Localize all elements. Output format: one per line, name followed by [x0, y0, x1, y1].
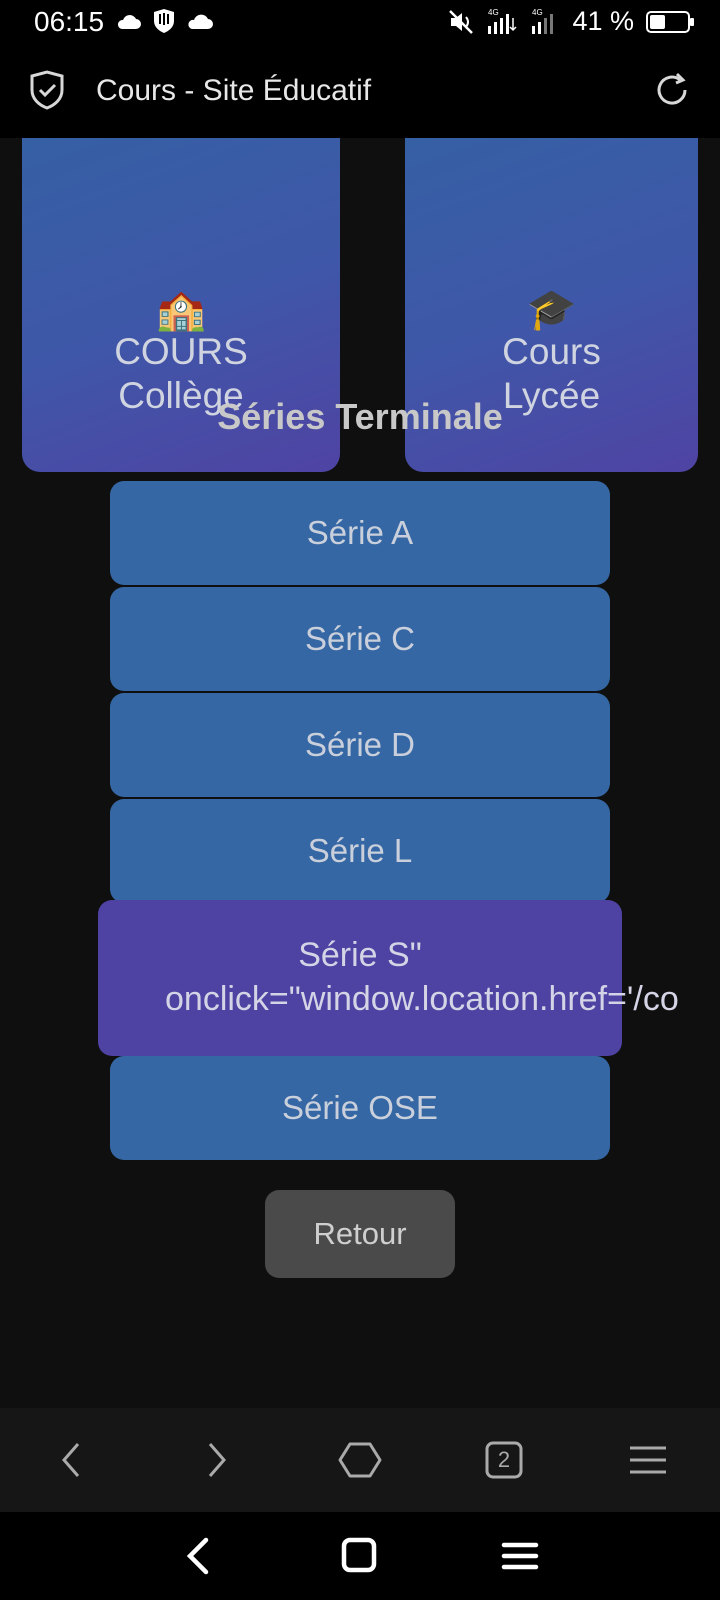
serie-l-button[interactable]: Série L — [110, 799, 610, 903]
status-icons-right: 4G 4G 41 % — [448, 6, 694, 37]
battery-icon — [646, 10, 694, 33]
signal-4g-icon: 4G — [532, 8, 554, 34]
cloud-icon — [117, 15, 141, 29]
card-cours-lycee[interactable]: 🎓 Cours Lycée — [405, 138, 698, 472]
home-icon[interactable] — [338, 1438, 382, 1482]
reload-icon[interactable] — [652, 70, 692, 110]
page-content: 🏫 COURS Collège 🎓 Cours Lycée Séries Ter… — [0, 138, 720, 1408]
card-label-line2: Lycée — [502, 375, 601, 416]
school-icon: 🏫 — [156, 288, 206, 332]
serie-a-button[interactable]: Série A — [110, 481, 610, 585]
status-icons-left — [116, 8, 214, 34]
serie-c-button[interactable]: Série C — [110, 587, 610, 691]
serie-d-button[interactable]: Série D — [110, 693, 610, 797]
cloud-icon — [188, 14, 213, 29]
battery-text: 41 % — [572, 6, 634, 36]
back-button[interactable]: Retour — [265, 1190, 455, 1278]
page-title: Cours - Site Éducatif — [96, 74, 372, 107]
card-cours-college[interactable]: 🏫 COURS Collège — [22, 138, 340, 472]
card-label-line1: COURS — [114, 331, 248, 372]
graduation-cap-icon: 🎓 — [526, 288, 577, 332]
tab-count: 2 — [497, 1447, 511, 1472]
menu-icon[interactable] — [626, 1438, 670, 1482]
card-label-line1: Cours — [502, 331, 601, 372]
signal-4g-icon: 4G — [488, 8, 517, 34]
nav-recents-icon[interactable] — [498, 1534, 542, 1578]
shield-check-icon[interactable] — [28, 70, 66, 110]
forward-arrow-icon[interactable] — [194, 1438, 238, 1482]
nav-back-icon[interactable] — [178, 1534, 222, 1578]
section-title: Séries Terminale — [217, 396, 503, 437]
serie-s-overflow-text: onclick="window.location.href='/co — [165, 980, 679, 1018]
serie-s-button[interactable]: Série S" onclick="window.location.href='… — [98, 900, 679, 1056]
serie-ose-button[interactable]: Série OSE — [110, 1056, 610, 1160]
nav-home-icon[interactable] — [338, 1534, 382, 1578]
network-label: 4G — [532, 8, 543, 17]
serie-s-label: Série S" — [298, 936, 422, 974]
system-navigation-bar — [0, 1512, 720, 1600]
status-bar: 06:15 4G 4G 41 % — [0, 0, 720, 44]
status-time: 06:15 — [34, 6, 105, 37]
tabs-icon[interactable]: 2 — [482, 1438, 526, 1482]
app-bar: Cours - Site Éducatif — [0, 44, 720, 138]
network-label: 4G — [488, 8, 499, 17]
back-arrow-icon[interactable] — [50, 1438, 94, 1482]
browser-toolbar: 2 — [0, 1408, 720, 1512]
card-label-line2: Collège — [118, 375, 244, 416]
shield-app-icon — [154, 9, 174, 33]
mute-icon — [449, 9, 474, 34]
